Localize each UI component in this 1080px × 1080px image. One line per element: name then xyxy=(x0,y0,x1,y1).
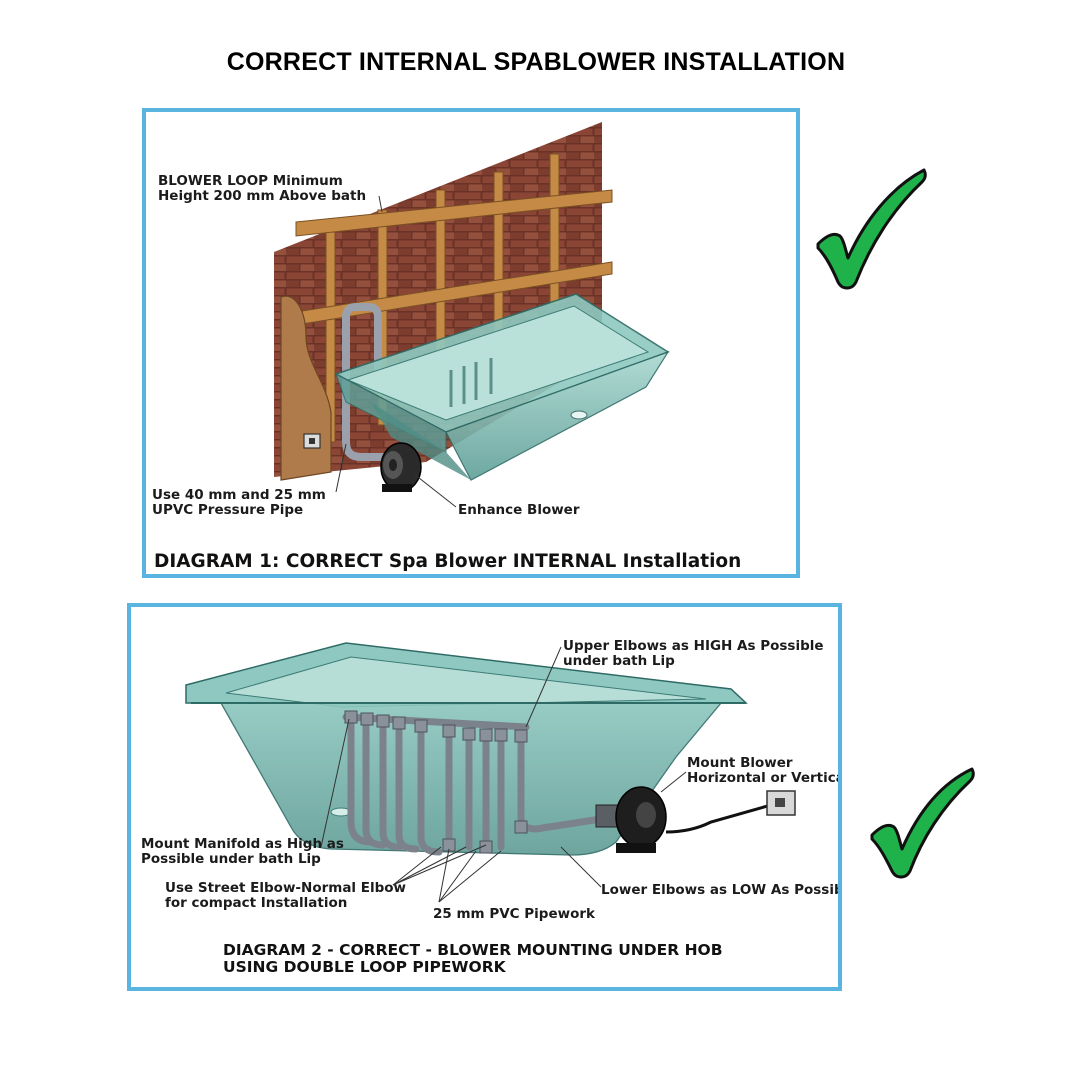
diagram-1-illustration xyxy=(274,122,670,508)
label-enhance-blower: Enhance Blower xyxy=(458,502,580,518)
leader-lines xyxy=(320,646,687,903)
label-blower-loop: BLOWER LOOP Minimum Height 200 mm Above … xyxy=(158,173,367,204)
label-pipe: Use 40 mm and 25 mm UPVC Pressure Pipe xyxy=(152,487,326,518)
diagram-1-caption: DIAGRAM 1: CORRECT Spa Blower INTERNAL I… xyxy=(154,551,742,572)
pipe-elbows xyxy=(344,710,528,854)
check-mark-icon xyxy=(816,168,927,290)
bath-tub xyxy=(334,293,670,481)
diagram-1-panel: BLOWER LOOP Minimum Height 200 mm Above … xyxy=(142,108,800,578)
label-manifold: Mount Manifold as High as Possible under… xyxy=(141,836,344,867)
check-mark-icon xyxy=(870,767,975,879)
label-street-elbow: Use Street Elbow-Normal Elbow for compac… xyxy=(165,880,407,911)
leader-lines xyxy=(335,195,457,508)
label-pipework: 25 mm PVC Pipework xyxy=(433,906,595,922)
diagram-2-caption: DIAGRAM 2 - CORRECT - BLOWER MOUNTING UN… xyxy=(223,941,723,976)
label-lower-elbows: Lower Elbows as LOW As Possible xyxy=(601,882,842,898)
page-title: CORRECT INTERNAL SPABLOWER INSTALLATION xyxy=(226,48,846,76)
diagram-2-illustration xyxy=(185,642,796,903)
label-upper-elbows: Upper Elbows as HIGH As Possible under b… xyxy=(563,638,824,669)
blower-icon xyxy=(595,786,667,853)
diagram-2-panel: Upper Elbows as HIGH As Possible under b… xyxy=(127,603,842,991)
label-mount-blower: Mount Blower Horizontal or Vertical xyxy=(687,755,838,786)
power-cable xyxy=(665,803,772,834)
enhance-blower-icon xyxy=(380,442,422,492)
